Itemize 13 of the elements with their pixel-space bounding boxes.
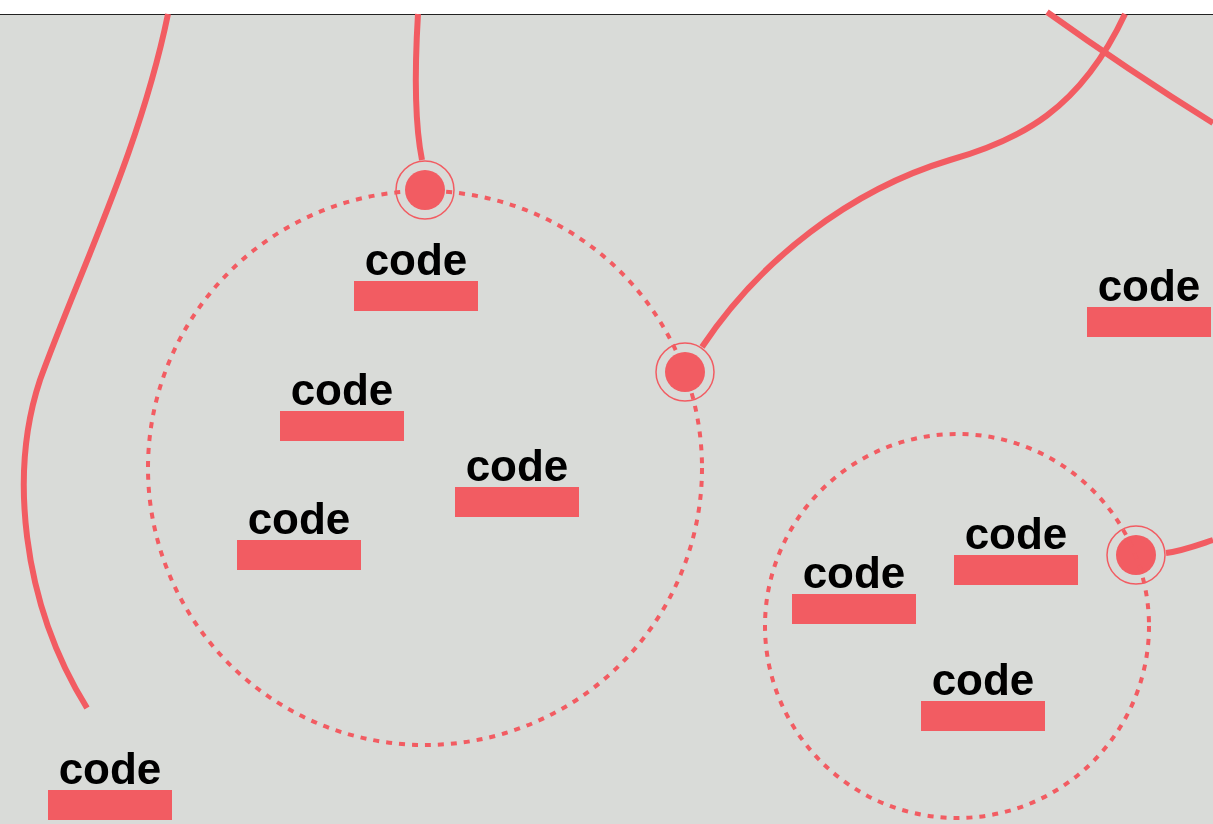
code-text: code [363, 239, 469, 281]
code-text: code [57, 748, 163, 790]
connector-line [412, 13, 425, 161]
connector-line [21, 13, 171, 710]
code-text: code [963, 513, 1069, 555]
code-text: code [930, 659, 1036, 701]
connector-line [1165, 537, 1213, 556]
code-text: code [289, 369, 395, 411]
code-text: code [246, 498, 352, 540]
code-text: code [464, 445, 570, 487]
code-text: code [1096, 265, 1202, 307]
connector-line [699, 12, 1128, 349]
code-text: code [801, 552, 907, 594]
